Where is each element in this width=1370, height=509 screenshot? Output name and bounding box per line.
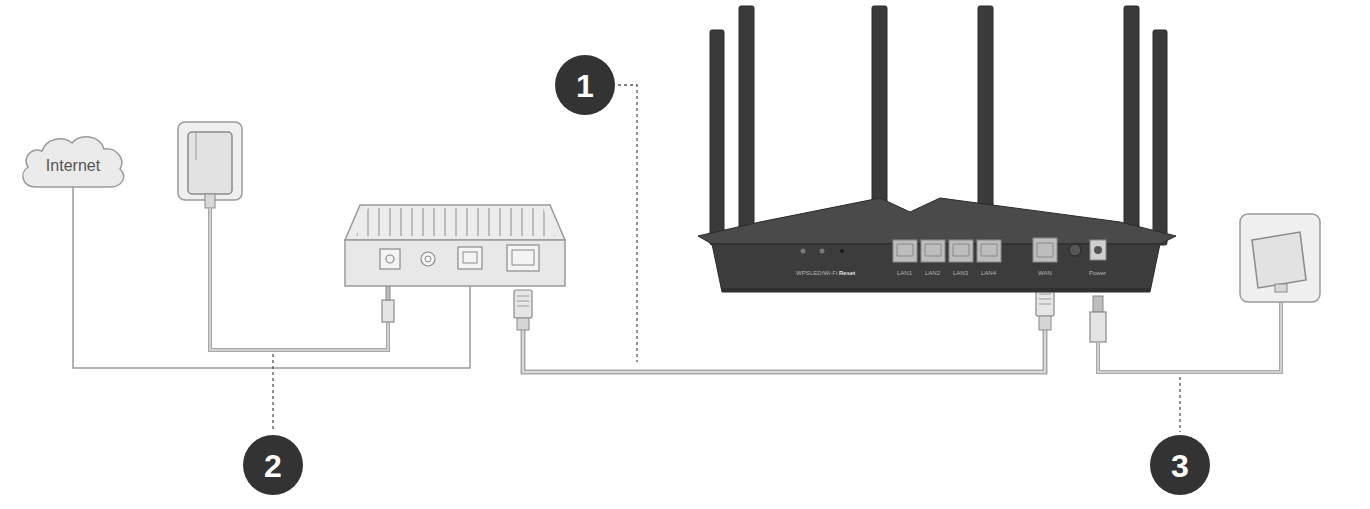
- callout-number: 1: [576, 70, 594, 102]
- callout-number: 2: [264, 450, 282, 482]
- cloud-node: Internet: [18, 133, 128, 189]
- router-power-adapter: [1090, 214, 1320, 372]
- port-label: LAN2: [925, 270, 940, 276]
- node-text: Internet: [46, 157, 100, 175]
- port-label: WPS: [796, 270, 810, 276]
- port-label: WAN: [1038, 270, 1052, 276]
- callouts: [243, 55, 1210, 495]
- port-label: LAN3: [953, 270, 968, 276]
- modem: [345, 205, 565, 286]
- port-label: Reset: [839, 270, 855, 276]
- port-label: LAN4: [981, 270, 996, 276]
- router: [698, 198, 1176, 292]
- port-label: LED/Wi-Fi: [810, 270, 837, 276]
- port-label: Power: [1089, 270, 1106, 276]
- ethernet-cable: [514, 288, 1054, 372]
- port-label: LAN1: [897, 270, 912, 276]
- callout-number: 3: [1171, 450, 1189, 482]
